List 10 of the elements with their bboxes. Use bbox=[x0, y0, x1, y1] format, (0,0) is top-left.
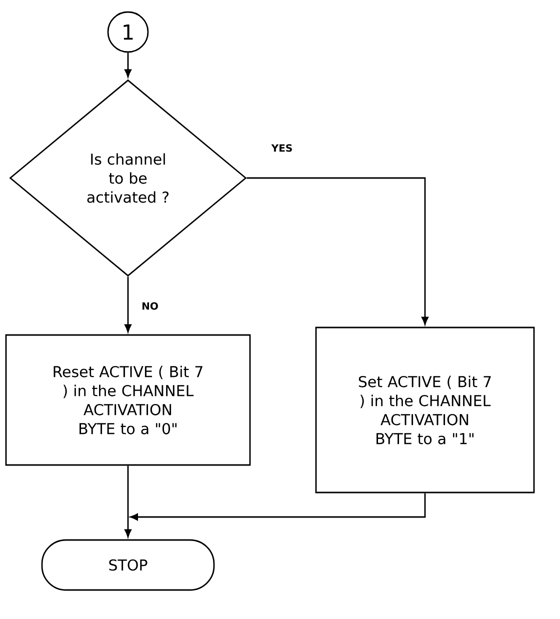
edge-label: YES bbox=[270, 143, 294, 153]
arrow bbox=[246, 177, 428, 325]
process-box: Reset ACTIVE ( Bit 7 ) in the CHANNEL ACTIVATION BYTE to a "0" bbox=[5, 334, 251, 466]
arrow bbox=[130, 493, 426, 520]
terminal-box: STOP bbox=[41, 539, 215, 591]
arrow bbox=[124, 466, 132, 538]
arrow bbox=[124, 52, 132, 78]
arrow bbox=[124, 276, 132, 332]
edge-label: NO bbox=[140, 301, 160, 311]
process-box: Set ACTIVE ( Bit 7 ) in the CHANNEL ACTIVATION BYTE to a "1" bbox=[315, 326, 535, 494]
